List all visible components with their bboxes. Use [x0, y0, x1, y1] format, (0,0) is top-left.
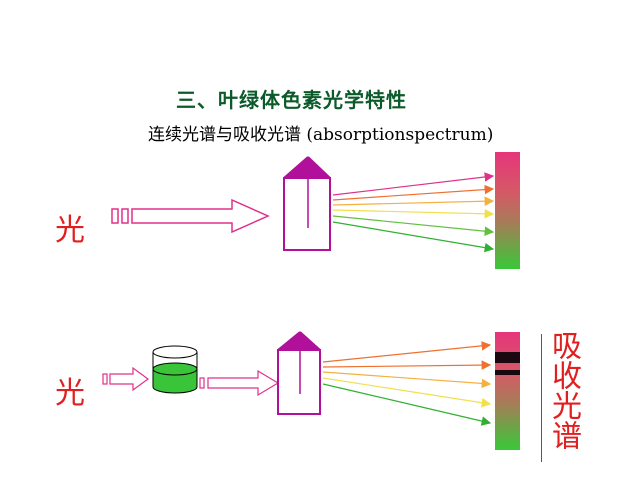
beam-dash: [199, 377, 205, 389]
incident-light-arrow: [109, 366, 150, 392]
page-subtitle: 连续光谱与吸收光谱 (absorptionspectrum): [148, 125, 494, 145]
incident-light-arrow: [131, 198, 270, 234]
page-title: 三、叶绿体色素光学特性: [176, 88, 407, 112]
absorption-spectrum-label: 吸收光谱: [546, 330, 581, 450]
ray-light-green: [332, 215, 495, 236]
light-label-bottom: 光: [55, 376, 85, 411]
bottom-prism: [277, 331, 321, 415]
ray-amber: [332, 196, 495, 207]
absorption-label-rule: [541, 334, 542, 462]
ray-red: [332, 172, 495, 196]
ray-orange: [322, 360, 492, 370]
absorption-spectrum-bar: [495, 332, 520, 450]
light-label-top: 光: [55, 213, 85, 248]
transmitted-light-beam: [199, 369, 280, 397]
absorption-band: [495, 352, 520, 363]
continuous-spectrum-bar: [495, 152, 520, 269]
ray-green: [322, 383, 492, 426]
bottom-dispersed-rays: [322, 341, 492, 426]
ray-yellow: [322, 377, 492, 408]
bottom-light-beam: [102, 366, 150, 392]
beam-dash: [102, 373, 108, 385]
transmitted-light-arrow: [207, 369, 280, 397]
top-prism: [283, 156, 331, 251]
ray-green: [332, 221, 495, 253]
ray-orange: [332, 184, 495, 201]
ray-yellow: [332, 208, 495, 219]
beam-dash: [111, 208, 119, 224]
chlorophyll-beaker: [152, 345, 198, 394]
top-dispersed-rays: [332, 172, 495, 253]
ray-amber: [322, 371, 492, 389]
ray-orange: [322, 341, 492, 363]
top-light-beam: [111, 198, 270, 234]
absorption-band: [495, 370, 520, 375]
beam-dash: [121, 208, 129, 224]
